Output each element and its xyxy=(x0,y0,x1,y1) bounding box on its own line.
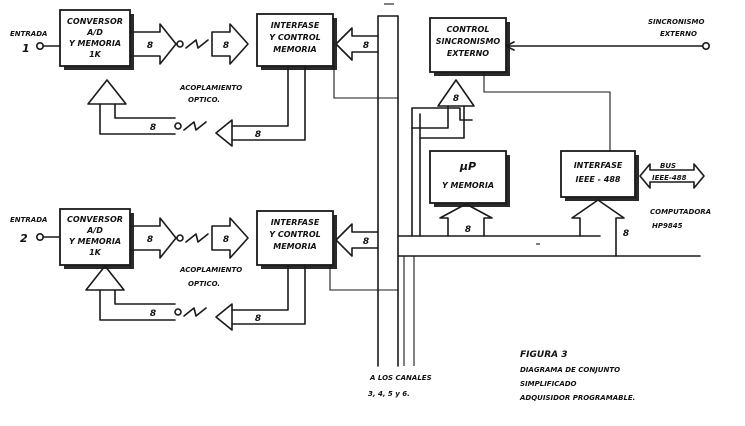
optical-coupler-2-ret xyxy=(183,307,207,317)
svg-text:8: 8 xyxy=(363,237,369,247)
external-sync-label-2: EXTERNO xyxy=(660,30,697,38)
ieee-interface-block xyxy=(560,150,636,198)
bus-arrow-into-ieee xyxy=(571,199,625,257)
svg-text:8: 8 xyxy=(255,314,261,324)
optical-label-1: ACOPLAMIENTO xyxy=(179,84,242,92)
external-sync-label-1: SINCRONISMO xyxy=(648,18,704,26)
svg-text:8: 8 xyxy=(453,94,459,104)
svg-text:INTERFASE: INTERFASE xyxy=(271,218,320,227)
optical-label-2: ACOPLAMIENTO xyxy=(179,266,242,274)
svg-text:8: 8 xyxy=(255,130,261,140)
bus-arrow-into-adc2 xyxy=(85,265,125,291)
adc-block-2 xyxy=(59,208,131,266)
computer-label-1: COMPUTADORA xyxy=(650,208,711,216)
svg-text:INTERFASE: INTERFASE xyxy=(574,161,623,170)
bus-arrow-into-iface2 xyxy=(335,223,379,257)
svg-text:1K: 1K xyxy=(89,248,102,257)
svg-text:8: 8 xyxy=(623,229,629,239)
svg-text:OPTICO.: OPTICO. xyxy=(188,280,220,288)
figure-number: FIGURA 3 xyxy=(520,350,567,360)
channels-label-2: 3, 4, 5 y 6. xyxy=(368,390,410,398)
microprocessor-group: μP Y MEMORIA 8 xyxy=(429,150,510,237)
svg-text:Y MEMORIA: Y MEMORIA xyxy=(69,237,121,246)
svg-text:8: 8 xyxy=(150,309,156,319)
svg-text:A/D: A/D xyxy=(86,28,103,37)
input-2-number: 2 xyxy=(20,232,28,245)
sync-control-group: CONTROL SINCRONISMO EXTERNO 8 SINCRONISM… xyxy=(411,17,710,196)
svg-text:SINCRONISMO: SINCRONISMO xyxy=(436,37,501,46)
bus-arrow-adc1-out xyxy=(129,23,177,65)
svg-text:Y CONTROL: Y CONTROL xyxy=(269,33,320,42)
svg-text:Y CONTROL: Y CONTROL xyxy=(269,230,320,239)
bus-arrow-return-2 xyxy=(215,303,233,331)
bus-label-2: IEEE-488 xyxy=(652,174,687,182)
svg-text:8: 8 xyxy=(150,123,156,133)
svg-text:μP: μP xyxy=(459,160,476,173)
bus-arrow-into-sync xyxy=(437,79,475,107)
figure-caption: FIGURA 3 DIAGRAMA DE CONJUNTO SIMPLIFICA… xyxy=(519,350,635,402)
svg-text:8: 8 xyxy=(223,41,229,51)
interface-block-1 xyxy=(256,13,334,67)
bus-label-1: BUS xyxy=(660,162,676,170)
microprocessor-block xyxy=(429,150,507,204)
optical-coupler-1-fwd xyxy=(185,39,209,49)
caption-line-2: SIMPLIFICADO xyxy=(520,380,577,388)
svg-text:8: 8 xyxy=(147,41,153,51)
svg-text:CONVERSOR: CONVERSOR xyxy=(67,17,123,26)
svg-text:8: 8 xyxy=(223,235,229,245)
bus-arrow-to-iface2 xyxy=(211,217,249,259)
bus-arrow-into-up xyxy=(439,203,493,237)
input-1-label: ENTRADA xyxy=(10,30,47,38)
interface-block-2 xyxy=(256,210,334,266)
svg-text:INTERFASE: INTERFASE xyxy=(271,21,320,30)
svg-text:MEMORIA: MEMORIA xyxy=(273,45,317,54)
svg-text:Y MEMORIA: Y MEMORIA xyxy=(69,39,121,48)
external-sync-terminal xyxy=(701,41,710,50)
bus-arrow-into-adc1 xyxy=(87,79,127,105)
bus-arrow-into-iface1 xyxy=(335,27,379,61)
ieee-bus-arrow xyxy=(639,163,705,189)
channel-1: ENTRADA 1 CONVERSOR A/D Y MEMORIA 1K 8 8… xyxy=(10,9,398,147)
svg-text:CONVERSOR: CONVERSOR xyxy=(67,215,123,224)
svg-text:8: 8 xyxy=(465,225,471,235)
svg-text:Y MEMORIA: Y MEMORIA xyxy=(442,181,494,190)
computer-label-2: HP9845 xyxy=(652,222,683,230)
svg-text:OPTICO.: OPTICO. xyxy=(188,96,220,104)
adc-block-1 xyxy=(59,9,131,67)
optical-coupler-2-fwd xyxy=(185,233,209,243)
caption-line-1: DIAGRAMA DE CONJUNTO xyxy=(520,366,620,374)
bus-arrow-to-iface1 xyxy=(211,23,249,65)
sync-control-block xyxy=(429,17,507,73)
svg-text:A/D: A/D xyxy=(86,226,103,235)
ieee-interface-group: INTERFASE IEEE - 488 8 BUS IEEE-488 COMP… xyxy=(560,150,711,257)
main-bus: A LOS CANALES 3, 4, 5 y 6. xyxy=(368,15,701,398)
optical-coupler-1-ret xyxy=(183,121,207,131)
channel-2: ENTRADA 2 CONVERSOR A/D Y MEMORIA 1K 8 8… xyxy=(10,208,398,331)
svg-text:EXTERNO: EXTERNO xyxy=(447,49,489,58)
bus-arrow-return-1 xyxy=(215,119,233,147)
svg-text:MEMORIA: MEMORIA xyxy=(273,242,317,251)
svg-text:8: 8 xyxy=(147,235,153,245)
input-1-number: 1 xyxy=(22,42,30,55)
svg-text:CONTROL: CONTROL xyxy=(447,25,490,34)
input-2-label: ENTRADA xyxy=(10,216,47,224)
channels-label-1: A LOS CANALES xyxy=(369,374,432,382)
svg-text:IEEE - 488: IEEE - 488 xyxy=(576,175,621,184)
svg-text:8: 8 xyxy=(363,41,369,51)
bus-arrow-adc2-out xyxy=(129,217,177,259)
svg-text:1K: 1K xyxy=(89,50,102,59)
caption-line-3: ADQUISIDOR PROGRAMABLE. xyxy=(519,394,635,402)
